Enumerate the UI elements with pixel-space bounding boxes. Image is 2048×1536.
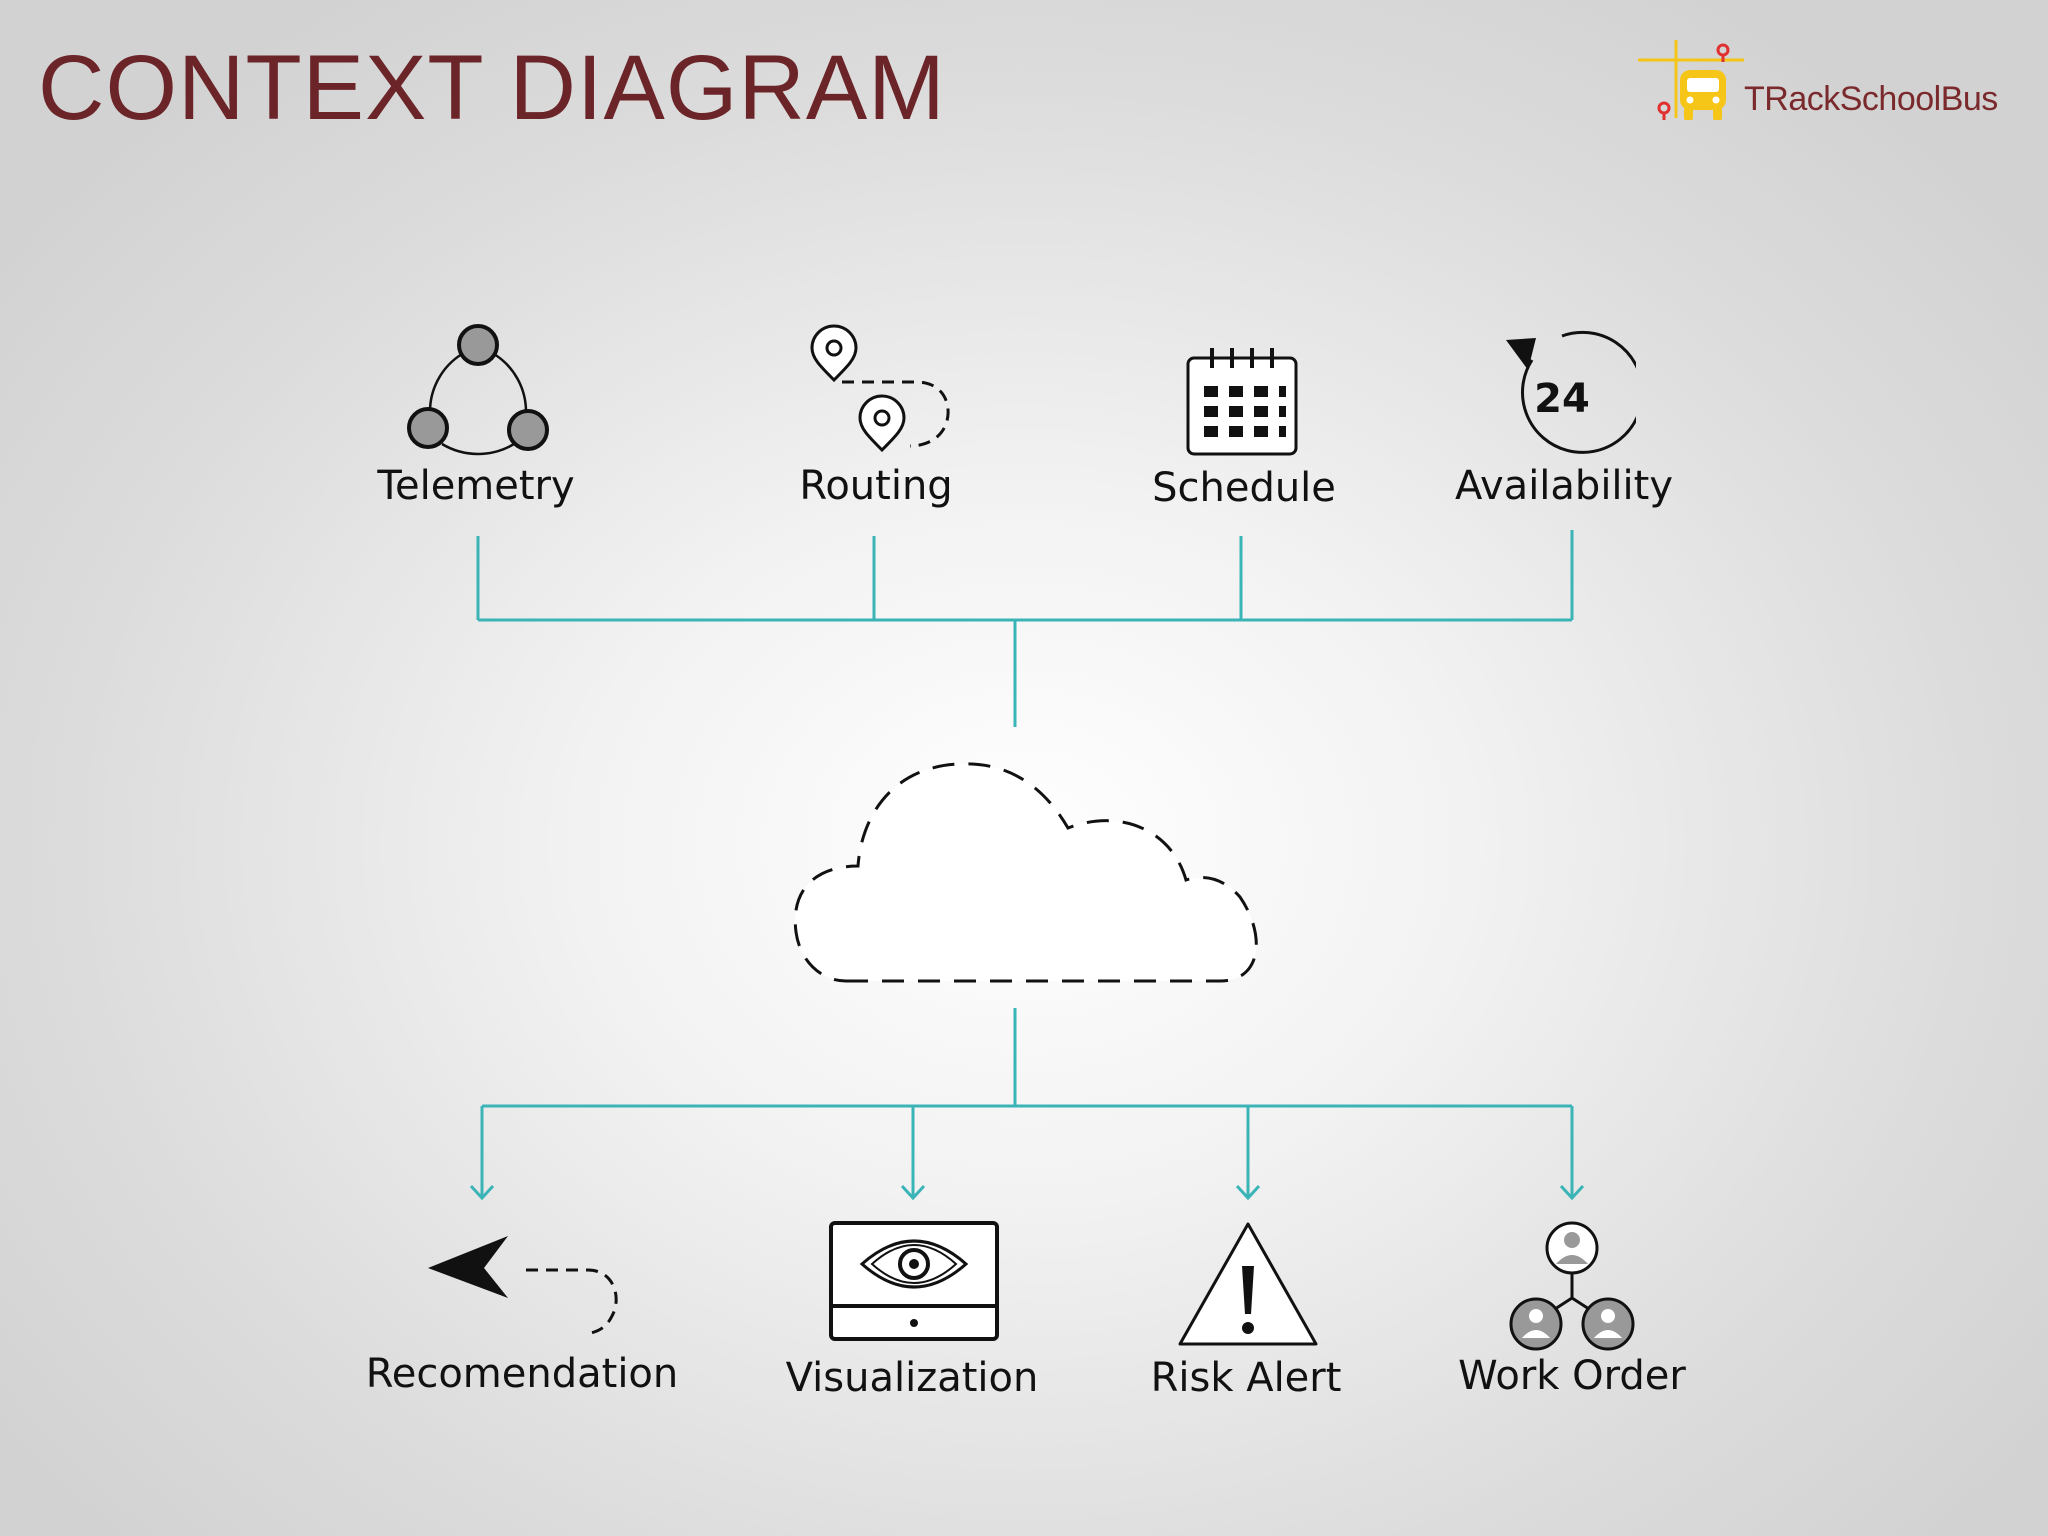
output-label-recommendation: Recomendation (365, 1351, 679, 1397)
page-title: CONTEXT DIAGRAM (38, 37, 946, 139)
input-label-telemetry: Telemetry (377, 463, 575, 509)
school-bus-logo-icon (1638, 40, 1744, 120)
logo: TRackSchoolBus (1636, 36, 1998, 136)
calendar-icon (1186, 348, 1298, 456)
routing-icon (810, 324, 950, 453)
arrow-recommendation (469, 1184, 495, 1201)
input-label-availability: Availability (1454, 463, 1674, 509)
availability-24-icon: 24 (1506, 330, 1636, 454)
availability-badge: 24 (1534, 376, 1590, 422)
arrow-visualization (900, 1184, 926, 1201)
output-label-work-order: Work Order (1458, 1353, 1686, 1399)
visualization-icon (829, 1221, 999, 1341)
output-label-visualization: Visualization (785, 1355, 1039, 1401)
arrow-work-order (1559, 1184, 1585, 1201)
cloud-icon (793, 762, 1258, 983)
logo-text: TRackSchoolBus (1744, 80, 1998, 118)
arrow-risk-alert (1235, 1184, 1261, 1201)
output-label-risk-alert: Risk Alert (1150, 1355, 1342, 1401)
input-label-schedule: Schedule (1152, 465, 1336, 511)
recommendation-icon (428, 1236, 618, 1336)
input-label-routing: Routing (799, 463, 953, 509)
work-order-icon (1509, 1221, 1635, 1351)
telemetry-icon (407, 324, 549, 456)
risk-alert-icon (1178, 1222, 1318, 1346)
